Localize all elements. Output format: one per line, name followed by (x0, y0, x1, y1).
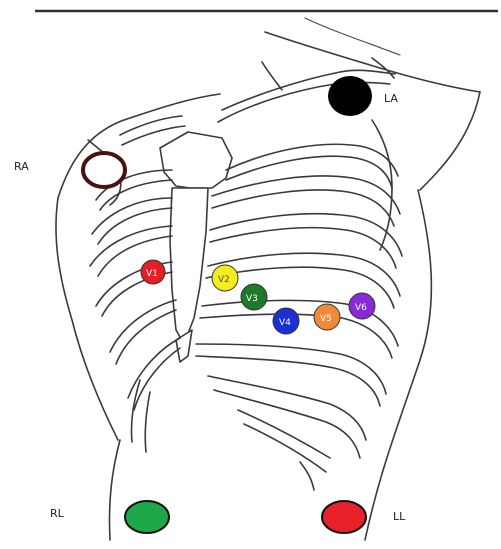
electrode-ra-disc (83, 153, 125, 187)
electrode-ll-disc (322, 501, 366, 533)
electrode-v5: V5 (314, 304, 340, 330)
electrode-v1: V1 (141, 260, 165, 284)
electrode-v4: V4 (273, 308, 299, 334)
electrode-la-label: LA (384, 92, 398, 105)
electrode-v6: V6 (349, 293, 375, 319)
electrode-v2-label: V2 (218, 275, 230, 285)
electrode-ll-label: LL (393, 510, 406, 523)
electrode-v1-label: V1 (146, 269, 158, 279)
electrode-v6-label: V6 (355, 303, 367, 313)
electrode-rl-disc (125, 501, 169, 533)
sternum (160, 132, 232, 362)
electrode-rl-label: RL (50, 507, 65, 520)
electrode-ra-label: RA (14, 160, 29, 173)
electrode-ll: LL (322, 501, 406, 533)
electrode-v5-label: V5 (320, 314, 332, 324)
torso-outline (56, 18, 480, 540)
electrode-la-disc (328, 76, 372, 116)
electrode-v2: V2 (212, 265, 238, 291)
electrode-la: LA (328, 76, 398, 116)
ribs-left (196, 144, 402, 490)
electrode-v4-label: V4 (279, 318, 291, 328)
electrode-v3: V3 (241, 284, 267, 310)
electrode-v3-label: V3 (246, 294, 258, 304)
